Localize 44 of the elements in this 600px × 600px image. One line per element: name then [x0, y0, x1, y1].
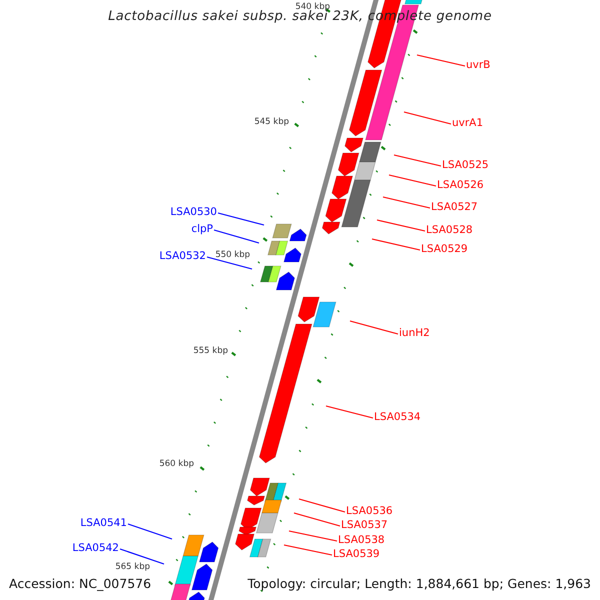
leader-line: [128, 523, 172, 540]
gene-label: LSA0542: [72, 542, 119, 554]
gene-label: clpP: [191, 223, 213, 235]
leader-line: [372, 238, 420, 251]
leader-line: [206, 256, 252, 270]
gene-label: uvrA1: [452, 117, 484, 129]
gene-label: LSA0526: [437, 179, 484, 191]
scale-label: 565 kbp: [115, 562, 150, 572]
gene-label: LSA0525: [442, 159, 489, 171]
gene-label: LSA0536: [346, 505, 393, 517]
scale-label: 545 kbp: [254, 117, 289, 127]
leader-line: [298, 498, 346, 513]
gene-label: uvrB: [466, 59, 490, 71]
gene-label: iunH2: [399, 327, 430, 339]
gene-label: LSA0527: [431, 201, 478, 213]
leader-line: [404, 111, 452, 125]
leader-line: [214, 229, 260, 244]
scale-label: 560 kbp: [159, 459, 194, 469]
scale-label: 550 kbp: [215, 250, 250, 260]
gene-label: LSA0539: [333, 548, 380, 560]
gene-label: LSA0537: [341, 519, 388, 531]
leader-line: [288, 530, 338, 542]
leader-line: [376, 219, 426, 232]
scale-label: 555 kbp: [193, 346, 228, 356]
gene-label: LSA0534: [374, 411, 421, 423]
gene-label: LSA0530: [170, 206, 217, 218]
leader-line: [294, 512, 340, 527]
gene-label: LSA0541: [80, 517, 127, 529]
footer-text: Topology: circular; Length: 1,884,661 bp; Genes: 1,963: [248, 577, 591, 591]
leader-line: [284, 544, 332, 556]
leader-line: [120, 548, 164, 565]
leader-line: [394, 154, 442, 167]
leader-line: [416, 54, 466, 67]
leader-line: [382, 196, 430, 209]
leader-line: [326, 405, 374, 419]
gene-label: LSA0532: [159, 250, 206, 262]
leader-line: [388, 174, 436, 187]
leader-line: [218, 212, 264, 226]
title: Lactobacillus sakei subsp. sakei 23K, complete genome: [107, 9, 493, 24]
gene-label: LSA0528: [426, 224, 473, 236]
leader-line: [350, 320, 398, 335]
gene-label: LSA0538: [338, 534, 385, 546]
gene-label: LSA0529: [421, 243, 468, 255]
footer-text: Accession: NC_007576: [9, 577, 152, 591]
